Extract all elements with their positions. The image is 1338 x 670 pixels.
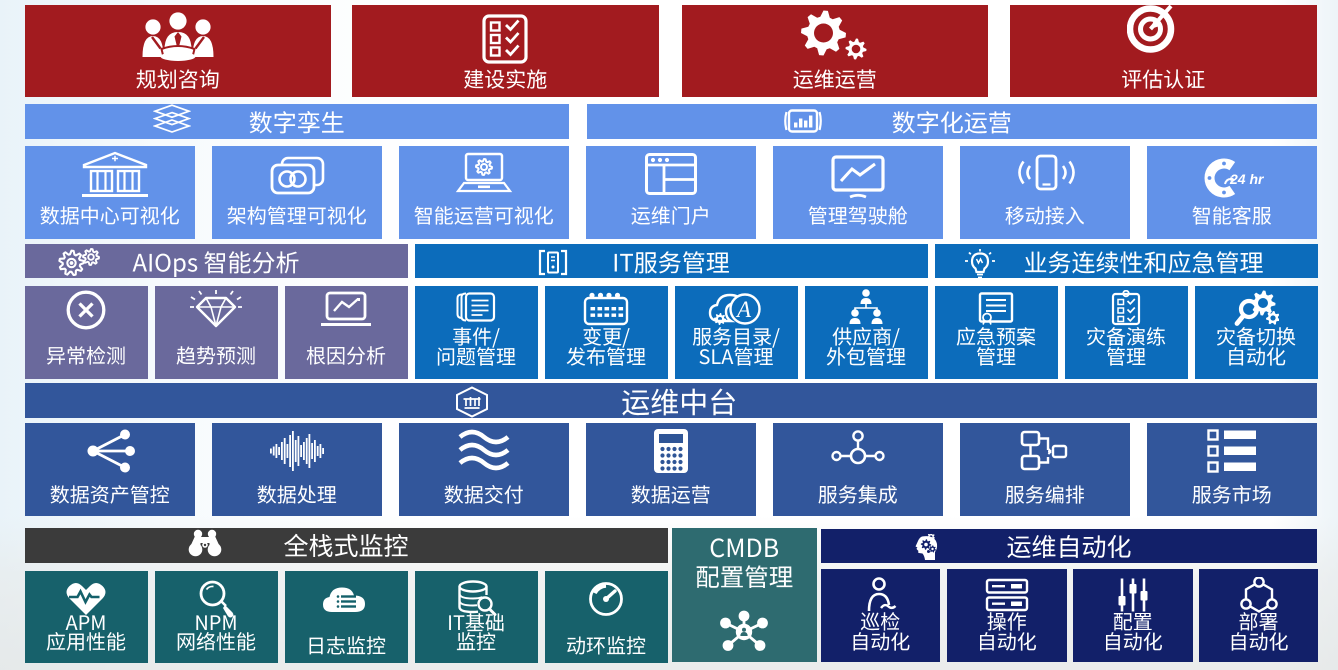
svg-text:24 hr: 24 hr <box>1229 171 1264 187</box>
svg-text:A: A <box>735 297 752 322</box>
